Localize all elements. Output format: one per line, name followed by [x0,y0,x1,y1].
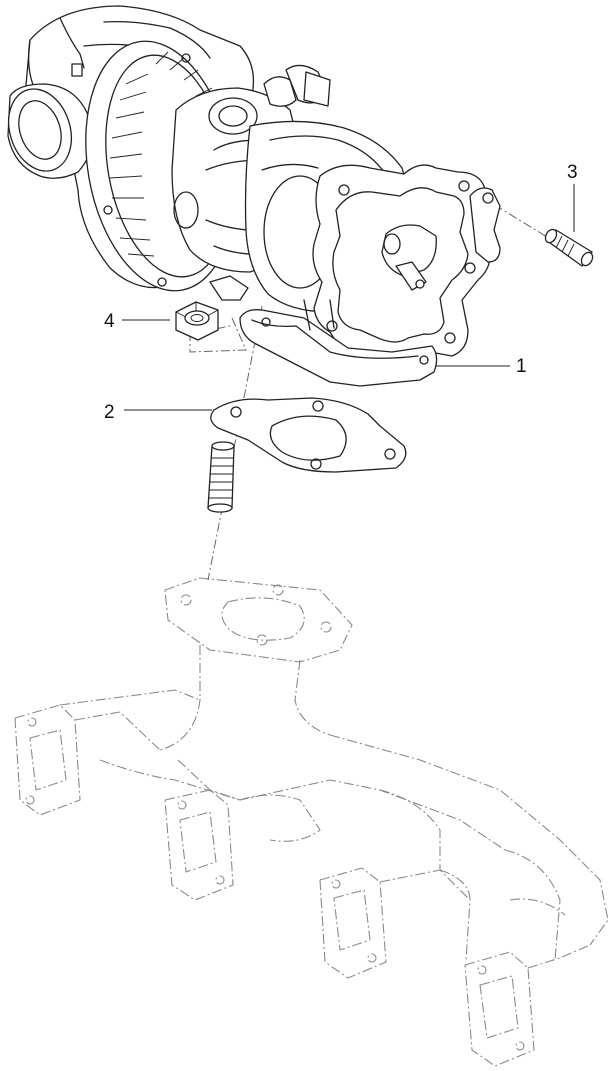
flange-nut [175,301,219,341]
callout-1: 1 [516,356,527,377]
callout-2: 2 [104,402,115,423]
exhaust-manifold-phantom [14,577,609,1067]
callout-3-group: 3 [567,162,578,232]
manifold-stud [207,441,235,513]
callout-4: 4 [104,311,115,332]
callout-3: 3 [567,162,578,183]
turbo-gasket [210,397,407,473]
callout-1-group: 1 [436,356,527,377]
turbo-stud [544,228,594,267]
callout-4-group: 4 [104,311,170,332]
callout-2-group: 2 [104,402,212,423]
turbocharger-assembly [7,5,501,387]
